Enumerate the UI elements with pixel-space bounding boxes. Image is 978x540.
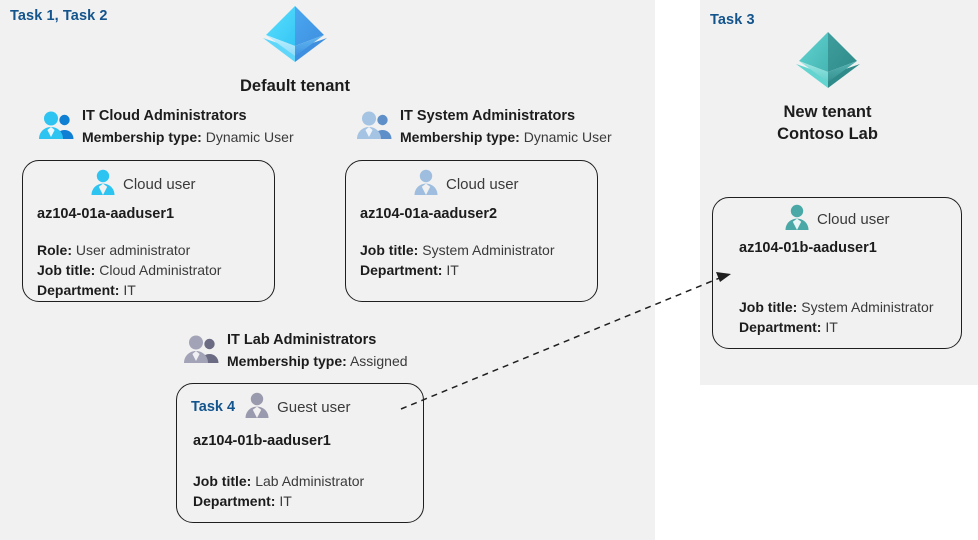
card-property-label: Department: (360, 262, 443, 279)
card-user-type: Guest user (277, 398, 351, 416)
task-label-right: Task 3 (710, 12, 755, 28)
group-membership-label: Membership type: (82, 129, 202, 146)
card-header: Cloud user (89, 167, 274, 201)
group-membership-value: Assigned (349, 353, 408, 370)
group-title: IT System Administrators (400, 108, 576, 124)
card-property-value: System Administrator (422, 242, 555, 258)
user-card-az104-01b-aaduser1-guest[interactable]: Task 4 Guest user az104-01b-aaduser1 Job… (176, 383, 424, 523)
user-card-az104-01a-aaduser2[interactable]: Cloud user az104-01a-aaduser2 Job title:… (345, 160, 598, 302)
azure-ad-tenant-icon (215, 2, 375, 75)
card-property-label: Job title: (739, 299, 798, 315)
card-username: az104-01a-aaduser1 (37, 206, 175, 222)
new-tenant-name-line1: New tenant (783, 103, 872, 121)
group-membership-type: Membership type: Dynamic User (400, 127, 612, 147)
card-property-label: Job title: (193, 473, 252, 489)
card-property-row: Role: User administrator (37, 240, 274, 260)
card-property-value: User administrator (75, 242, 191, 258)
group-users-icon (38, 110, 78, 147)
group-membership-type: Membership type: Assigned (227, 351, 408, 371)
group-membership-label: Membership type: (227, 353, 347, 370)
card-properties: Role: User administrator Job title: Clou… (37, 240, 274, 300)
card-property-value: Cloud Administrator (99, 262, 222, 279)
user-card-az104-01a-aaduser1[interactable]: Cloud user az104-01a-aaduser1 Role: User… (22, 160, 275, 302)
card-property-value: IT (446, 262, 459, 279)
default-tenant-name: Default tenant (239, 77, 350, 95)
card-property-row: Job title: System Administrator (739, 297, 961, 317)
card-property-label: Department: (739, 319, 822, 336)
card-property-row: Job title: Lab Administrator (193, 471, 423, 491)
card-property-label: Role: (37, 242, 72, 258)
card-property-label: Job title: (360, 242, 419, 258)
azure-ad-tenant-icon (745, 28, 910, 101)
card-task-label: Task 4 (191, 399, 236, 415)
group-users-icon (183, 334, 223, 371)
task-label-left: Task 1, Task 2 (10, 8, 108, 24)
group-membership-value: Dynamic User (523, 129, 612, 146)
card-header: Cloud user (412, 167, 597, 201)
card-property-label: Department: (37, 282, 120, 299)
group-it-cloud-administrators: IT Cloud Administrators Membership type:… (38, 106, 294, 147)
group-membership-type: Membership type: Dynamic User (82, 127, 294, 147)
card-property-value: Lab Administrator (255, 473, 365, 489)
card-user-type: Cloud user (123, 175, 196, 193)
group-title: IT Lab Administrators (227, 332, 377, 348)
card-property-row: Department: IT (360, 260, 597, 280)
cloud-user-icon (412, 168, 440, 201)
card-property-label: Department: (193, 493, 276, 510)
group-it-system-administrators: IT System Administrators Membership type… (356, 106, 612, 147)
card-username: az104-01a-aaduser2 (360, 206, 498, 222)
user-card-az104-01b-aaduser1-cloud[interactable]: Cloud user az104-01b-aaduser1 Job title:… (712, 197, 962, 349)
card-property-value: IT (279, 493, 292, 510)
card-properties: Job title: System Administrator Departme… (739, 297, 961, 337)
card-property-row: Job title: Cloud Administrator (37, 260, 274, 280)
group-title: IT Cloud Administrators (82, 108, 247, 124)
card-property-row: Department: IT (193, 491, 423, 511)
guest-user-icon (243, 391, 271, 424)
group-membership-value: Dynamic User (205, 129, 294, 146)
card-property-value: IT (825, 319, 838, 336)
card-property-row: Department: IT (739, 317, 961, 337)
card-header: Cloud user (783, 202, 961, 236)
card-property-row: Job title: System Administrator (360, 240, 597, 260)
card-username: az104-01b-aaduser1 (739, 240, 877, 256)
card-property-value: IT (123, 282, 136, 299)
cloud-user-icon (783, 203, 811, 236)
card-header: Task 4 Guest user (191, 390, 423, 424)
card-properties: Job title: Lab Administrator Department:… (193, 471, 423, 511)
card-user-type: Cloud user (446, 175, 519, 193)
card-properties: Job title: System Administrator Departme… (360, 240, 597, 280)
group-users-icon (356, 110, 396, 147)
card-property-row: Department: IT (37, 280, 274, 300)
new-tenant-block: New tenant Contoso Lab (745, 28, 910, 146)
group-membership-label: Membership type: (400, 129, 520, 146)
card-username: az104-01b-aaduser1 (193, 433, 331, 449)
card-user-type: Cloud user (817, 210, 890, 228)
cloud-user-icon (89, 168, 117, 201)
new-tenant-name-line2: Contoso Lab (777, 125, 878, 144)
card-property-label: Job title: (37, 262, 96, 279)
card-property-value: System Administrator (801, 299, 934, 315)
default-tenant-block: Default tenant (215, 2, 375, 97)
group-it-lab-administrators: IT Lab Administrators Membership type: A… (183, 330, 408, 371)
